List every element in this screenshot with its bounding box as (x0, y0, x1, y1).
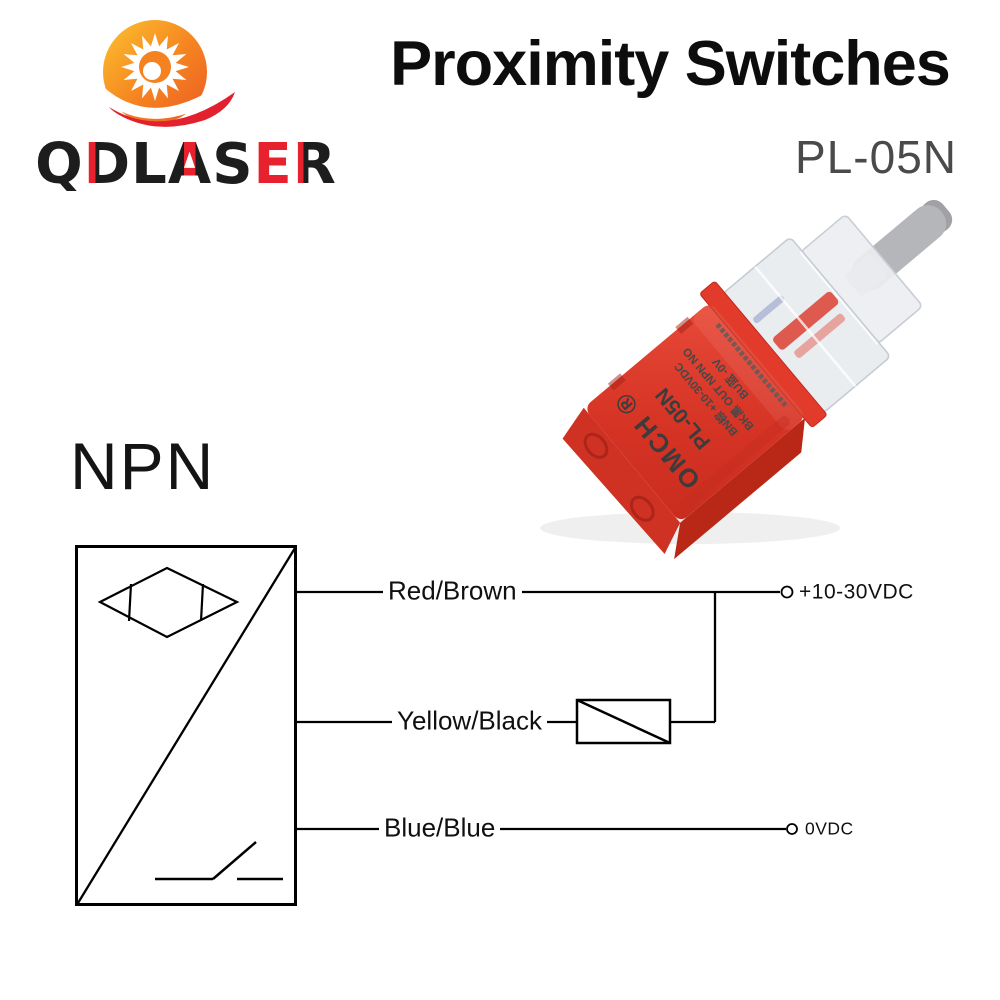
red-swoosh (109, 92, 235, 127)
sensor-brand-print: OMCH ® (607, 386, 706, 496)
connector-red-stripe-2 (794, 313, 846, 358)
connector-blue-wire (753, 295, 785, 324)
sensor-shadow (540, 512, 840, 544)
terminal-circle-positive (780, 585, 794, 599)
sensor-wiring-print-black: BK黑 OUT NPN NO (680, 345, 757, 433)
end-face-mold-ring (583, 432, 609, 459)
sun-disc (97, 20, 237, 127)
sensor-photo: OMCH ® PL-05N BN棕 +10-30VDC BK黑 OUT NPN … (562, 199, 953, 560)
logo-letter: R (292, 132, 337, 197)
model-number: PL-05N (795, 131, 957, 183)
sensor-model-print: PL-05N (651, 383, 715, 453)
wire-label-red-brown: Red/Brown (383, 574, 522, 607)
connector-red-stripe (773, 291, 839, 350)
load-symbol (575, 698, 672, 745)
connector-step-line (754, 265, 857, 387)
body-sheen (693, 305, 803, 430)
tiny-print-row (715, 322, 788, 408)
terminal-circle-negative (786, 823, 798, 835)
logo-letter: S (212, 132, 254, 197)
qdlaser-sun-logo-icon (97, 20, 237, 127)
wire-label-blue-blue: Blue/Blue (379, 811, 501, 844)
sun-core-highlight (143, 62, 161, 80)
sensor-body (587, 305, 803, 520)
output-type-label: NPN (70, 429, 216, 503)
sensor-cable (851, 205, 947, 291)
sensor-flange (700, 281, 827, 428)
terminal-label-negative: 0VDC (805, 818, 854, 839)
body-groove (679, 416, 790, 511)
wire-label-yellow-black: Yellow/Black (392, 704, 548, 737)
connector-step-line-2 (799, 251, 879, 345)
connector-block-upper (801, 215, 922, 343)
logo-wordmark: Q D L A S E R (26, 132, 346, 197)
logo-letter: E (253, 132, 293, 197)
connector-block-lower (724, 238, 890, 412)
logo-letter: Q (35, 132, 84, 197)
body-clip-slot (675, 316, 694, 334)
terminal-label-positive: +10-30VDC (799, 580, 914, 604)
sensor-side-face (674, 417, 806, 560)
cable-ferrule (845, 255, 887, 296)
end-face-mold-ring-2 (629, 495, 655, 522)
swoosh-cut (97, 75, 237, 119)
logo-letter: A (167, 132, 213, 197)
sensor-wiring-print-brown: BN棕 +10-30VDC (671, 360, 741, 439)
logo-letter: D (83, 132, 132, 197)
page-title: Proximity Switches (390, 29, 951, 99)
logo-letter: L (131, 132, 168, 197)
sensor-end-face (562, 407, 681, 555)
body-clip-slot-2 (607, 373, 626, 391)
sensor-symbol-box (75, 545, 297, 906)
cable-tip (920, 199, 953, 233)
sensor-wiring-print-blue: BU蓝 -0V (709, 355, 752, 402)
